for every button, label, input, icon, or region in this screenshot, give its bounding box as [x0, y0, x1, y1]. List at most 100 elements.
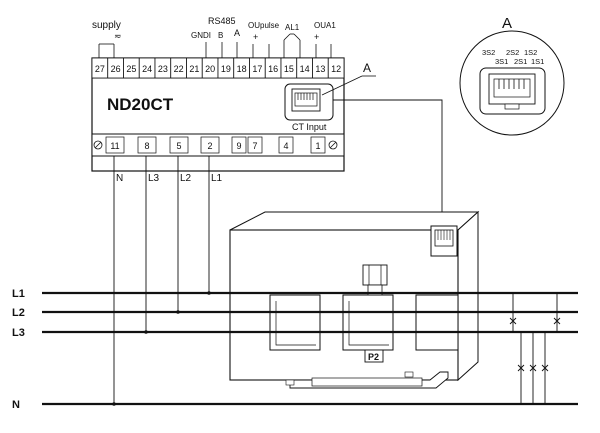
bottom-terminal-number: 5: [176, 141, 181, 151]
bottom-terminal-number: 8: [144, 141, 149, 151]
bottom-terminal: 4: [278, 136, 294, 154]
oua1-label: OUA1: [314, 21, 336, 30]
rs485-label: RS485: [208, 16, 236, 26]
wire-label-l2: L2: [180, 173, 192, 184]
supply-label: supply: [92, 20, 121, 31]
p2-label: P2: [368, 352, 379, 362]
callout-leader: [321, 75, 363, 96]
top-terminal-number: 18: [237, 64, 247, 74]
oupulse-leads: [252, 44, 270, 58]
ct-cable: [333, 99, 443, 228]
plus1-label: +: [253, 32, 258, 42]
callout-label: A: [363, 61, 371, 75]
wire-label-l3: L3: [148, 173, 160, 184]
bottom-terminal: 5: [169, 136, 189, 154]
top-terminal-number: 27: [95, 64, 105, 74]
top-terminal: 13: [312, 57, 329, 79]
b-label: B: [218, 31, 223, 40]
top-terminal: 27: [91, 57, 109, 79]
top-terminal-number: 21: [189, 64, 199, 74]
top-terminal: 20: [201, 57, 219, 79]
bottom-terminal: 1: [310, 136, 326, 154]
bottom-terminal: 2: [200, 136, 220, 154]
top-terminal: 16: [264, 57, 282, 79]
wire-label-l1: L1: [211, 173, 223, 184]
device-name: ND20CT: [107, 95, 174, 114]
al1-relay-leads: [283, 33, 301, 58]
top-terminal: 21: [186, 57, 203, 79]
top-terminal-number: 24: [142, 64, 152, 74]
top-terminal: 18: [233, 57, 250, 79]
oua1-leads: [315, 44, 332, 58]
rj-connector-icon: [284, 83, 334, 121]
pin-label-2s2: 2S2: [506, 48, 519, 57]
wire-label-n: N: [116, 173, 123, 184]
bottom-terminal-number: 7: [252, 141, 257, 151]
top-terminal-number: 17: [252, 64, 262, 74]
junction-dots: [112, 291, 211, 406]
bottom-terminal: 9: [231, 136, 247, 154]
screw-icon-right: [328, 140, 338, 150]
bottom-terminal: 8: [137, 136, 157, 154]
top-terminal: 12: [327, 57, 345, 79]
top-terminal: 26: [107, 57, 124, 79]
top-terminal-number: 13: [315, 64, 325, 74]
top-terminal: 15: [280, 57, 298, 79]
pin-label-1s2: 1S2: [524, 48, 537, 57]
bottom-terminal-number: 1: [315, 141, 320, 151]
bottom-terminal-number: 11: [110, 141, 119, 151]
al1-label: AL1: [285, 23, 300, 32]
top-terminal-number: 23: [158, 64, 168, 74]
top-terminal-group: 27 26 25 24 23 22 21 20 19 18 17 16 15 14 13 12: [91, 57, 345, 79]
bottom-terminal-number: 4: [283, 141, 288, 151]
load-connections: [512, 293, 558, 404]
line-label-l1: L1: [12, 288, 25, 300]
supply-leads: [98, 43, 115, 58]
pin-label-1s1: 1S1: [531, 57, 544, 66]
power-lines: [42, 291, 578, 406]
oupulse-label: OUpulse: [248, 21, 280, 30]
gnd-label: GNDI: [191, 31, 211, 40]
top-terminal: 25: [123, 57, 140, 79]
line-label-l3: L3: [12, 327, 25, 339]
top-terminal-number: 14: [300, 64, 310, 74]
load-crossings: [509, 317, 561, 372]
bottom-terminal-number: 2: [207, 141, 212, 151]
top-terminal: 23: [154, 57, 172, 79]
transformer-rj-connector-icon: [430, 225, 458, 257]
detail-title: A: [502, 15, 512, 32]
top-terminal: 14: [296, 57, 313, 79]
top-terminal-number: 20: [205, 64, 215, 74]
top-terminal: 24: [138, 57, 156, 79]
bottom-terminal: 11: [105, 136, 125, 154]
top-terminal-number: 26: [111, 64, 121, 74]
line-label-n: N: [12, 399, 20, 411]
detail-rj-connector-icon: [479, 67, 546, 115]
bottom-terminal: 7: [247, 136, 263, 154]
rs485-leads: [205, 42, 238, 58]
top-terminal-number: 25: [126, 64, 136, 74]
p2-label-box: [364, 349, 384, 363]
top-terminal-number: 16: [268, 64, 278, 74]
plus2-label: +: [314, 32, 319, 42]
current-transformer: [229, 210, 480, 389]
pin-label-3s2: 3S2: [482, 48, 495, 57]
pin-label-2s1: 2S1: [514, 57, 527, 66]
top-terminal-number: 12: [331, 64, 341, 74]
supply-symbol: ≂: [114, 31, 122, 41]
top-terminal: 19: [217, 57, 235, 79]
top-terminal: 17: [249, 57, 266, 79]
top-terminal-number: 15: [284, 64, 294, 74]
bottom-terminal-number: 9: [236, 141, 241, 151]
top-terminal: 22: [170, 57, 187, 79]
meter-drop-wires: [113, 156, 210, 404]
a-label: A: [234, 28, 240, 38]
top-terminal-number: 22: [174, 64, 184, 74]
pin-label-3s1: 3S1: [495, 57, 508, 66]
screw-icon-left: [93, 140, 103, 150]
bottom-terminal-group: 11 8 5 2 9 7 4 1: [105, 136, 326, 154]
ct-input-label: CT Input: [292, 122, 327, 132]
top-terminal-number: 19: [221, 64, 231, 74]
